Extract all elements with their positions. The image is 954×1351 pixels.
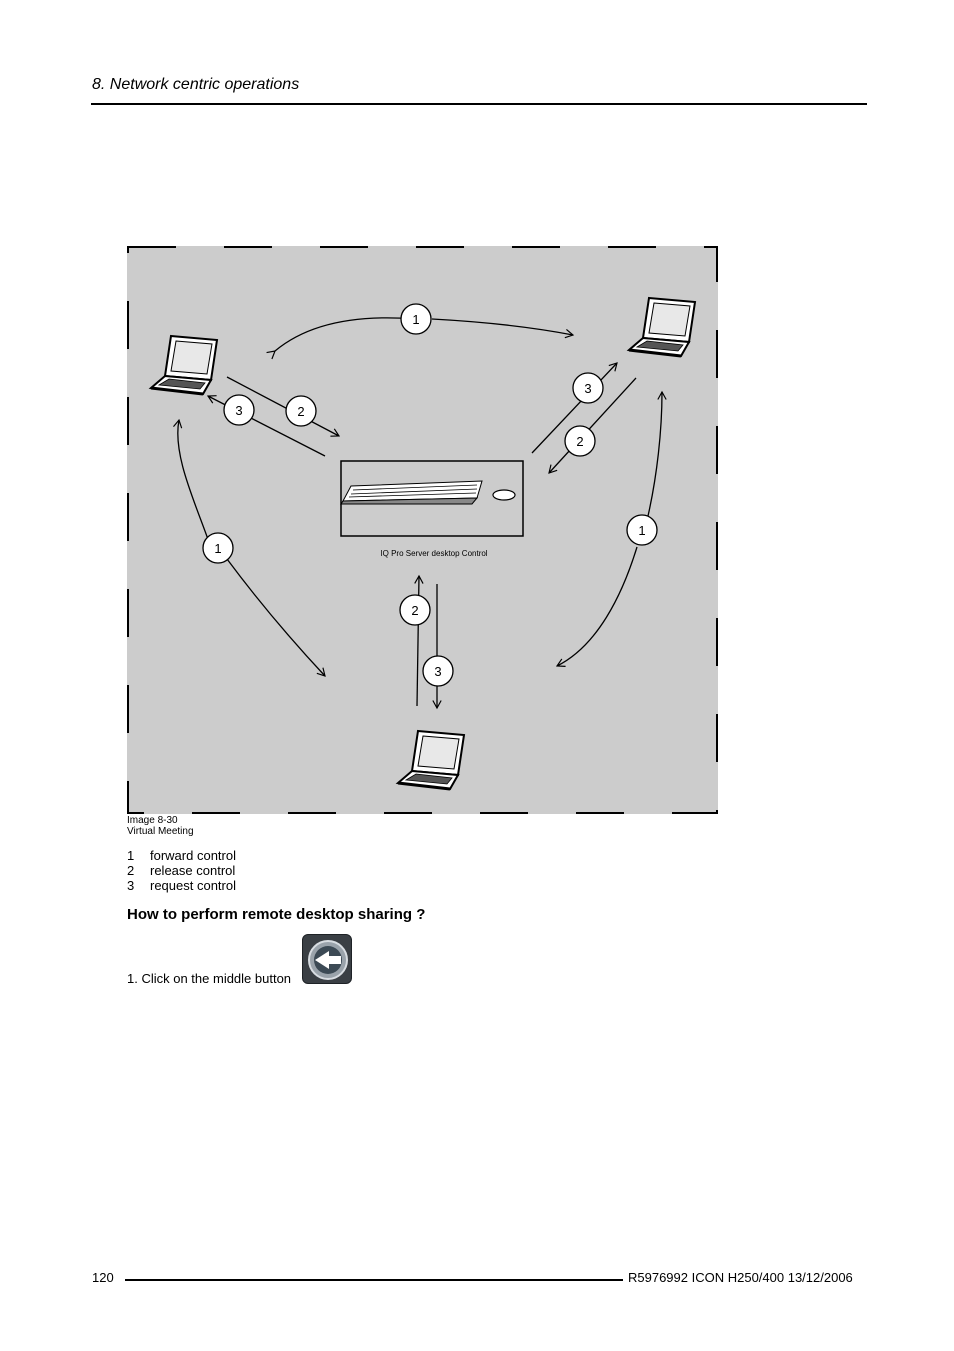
arrow-left-forward-b	[226, 558, 326, 677]
label-circle-right-3	[572, 372, 604, 404]
label-right-2: 2	[576, 434, 583, 449]
header-rule	[91, 103, 867, 105]
server-desktop-control-label: IQ Pro Server desktop Control	[380, 549, 487, 558]
label-circle-bottom-2	[399, 594, 431, 626]
legend-number: 2	[127, 863, 135, 878]
label-circle-right-1	[626, 514, 658, 546]
label-circle-top-1	[400, 303, 432, 335]
footer-page-number: 120	[92, 1270, 114, 1285]
step-instruction: 1. Click on the middle button	[127, 971, 292, 986]
caption-title: Virtual Meeting	[127, 826, 194, 837]
label-circle-bottom-3	[422, 655, 454, 687]
label-circle-left-1	[202, 532, 234, 564]
figure-caption: Image 8-30 Virtual Meeting	[127, 815, 194, 837]
label-circle-left-3	[223, 394, 255, 426]
arrow-top-forward-b	[431, 318, 575, 339]
label-bottom-2: 2	[411, 603, 418, 618]
legend-number: 1	[127, 848, 135, 863]
diagram-dashed-border	[127, 246, 718, 814]
legend-text: forward control	[150, 848, 236, 863]
legend-item: 3 request control	[127, 878, 236, 893]
label-right-1: 1	[638, 523, 645, 538]
legend-number: 3	[127, 878, 135, 893]
arrow-right-release	[548, 377, 637, 474]
footer-rule	[125, 1279, 623, 1281]
section-heading: How to perform remote desktop sharing ?	[127, 906, 426, 923]
label-left-3: 3	[235, 403, 242, 418]
label-top-1: 1	[412, 312, 419, 327]
arrow-right-forward	[647, 390, 667, 517]
label-right-3: 3	[584, 381, 591, 396]
legend-item: 2 release control	[127, 863, 236, 878]
middle-button-icon	[302, 934, 352, 984]
figure-legend: 1 forward control 2 release control 3 re…	[127, 848, 236, 893]
arrow-right-request	[531, 362, 618, 454]
arrow-right-forward-b	[555, 546, 638, 667]
virtual-meeting-diagram: 1 1 1 3 2 3 2 2 3 IQ Pro Server desktop …	[127, 246, 718, 814]
page-header-title: 8. Network centric operations	[92, 76, 300, 93]
keyboard-mouse-icon	[340, 460, 524, 537]
legend-text: release control	[150, 863, 236, 878]
label-left-1: 1	[214, 541, 221, 556]
legend-item: 1 forward control	[127, 848, 236, 863]
legend-text: request control	[150, 878, 236, 893]
arrow-left-release	[226, 376, 341, 437]
label-left-2: 2	[297, 404, 304, 419]
footer-document-id: R5976992 ICON H250/400 13/12/2006	[628, 1270, 853, 1285]
label-circle-right-2	[564, 425, 596, 457]
caption-image-number: Image 8-30	[127, 815, 178, 826]
label-bottom-3: 3	[434, 664, 441, 679]
label-circle-left-2	[285, 395, 317, 427]
arrow-left-forward	[173, 418, 212, 549]
diagram-svg: 1 1 1 3 2 3 2 2 3 IQ Pro Server desktop …	[127, 246, 718, 814]
